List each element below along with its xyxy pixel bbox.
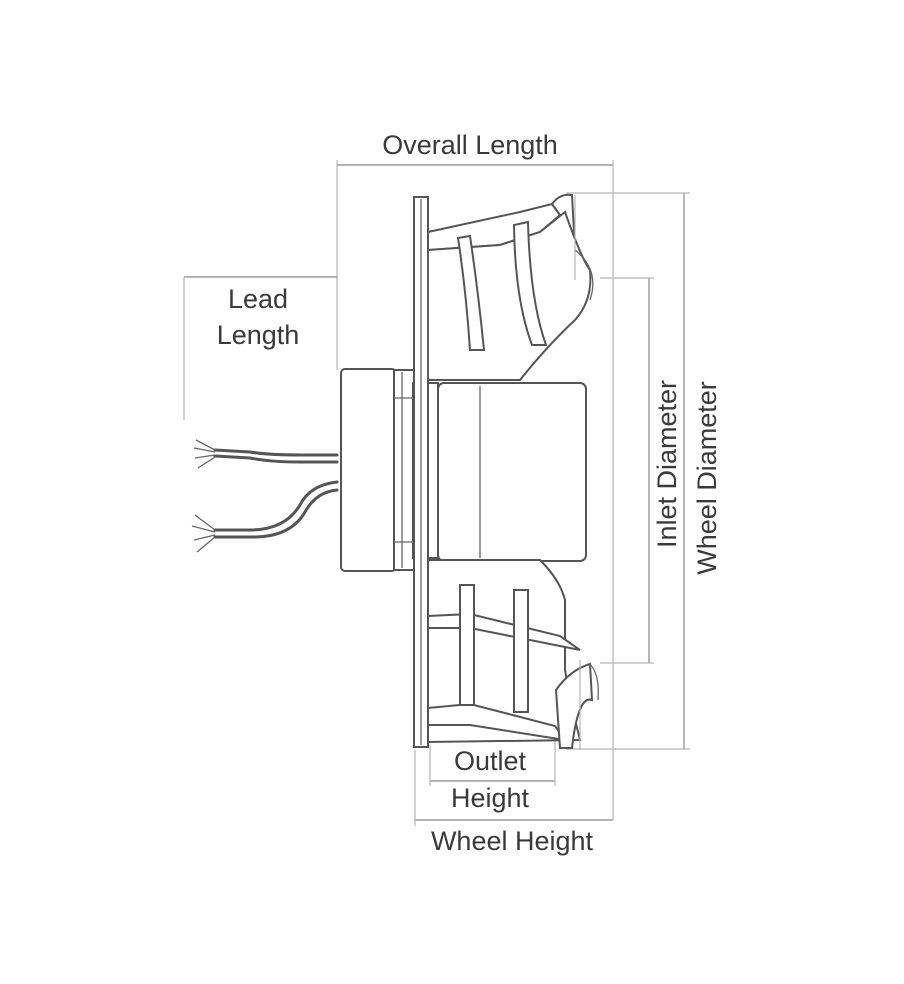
wheel-height-dimension: Wheel Height (414, 750, 613, 856)
wheel-height-label: Wheel Height (431, 826, 594, 856)
outlet-height-label-line1: Outlet (454, 746, 527, 776)
inlet-ring (574, 195, 594, 750)
lead-length-label-line1: Lead (228, 284, 288, 314)
impeller-lower (427, 559, 599, 749)
lead-length-label-line2: Length (217, 320, 300, 350)
lead-length-dimension: Lead Length (183, 276, 337, 420)
outlet-height-dimension: Outlet Height (429, 740, 556, 813)
lead-wires (191, 439, 339, 553)
wheel-diameter-label: Wheel Diameter (692, 381, 722, 575)
overall-length-dimension: Overall Length (336, 130, 614, 820)
overall-length-label: Overall Length (382, 130, 558, 160)
outlet-height-label-line2: Height (451, 783, 530, 813)
inlet-diameter-dimension: Inlet Diameter (600, 277, 682, 664)
backplate (413, 196, 429, 748)
impeller-upper (427, 193, 592, 381)
motor (340, 355, 587, 588)
wheel-diameter-dimension: Wheel Diameter (566, 192, 722, 750)
inlet-diameter-label: Inlet Diameter (652, 380, 682, 548)
